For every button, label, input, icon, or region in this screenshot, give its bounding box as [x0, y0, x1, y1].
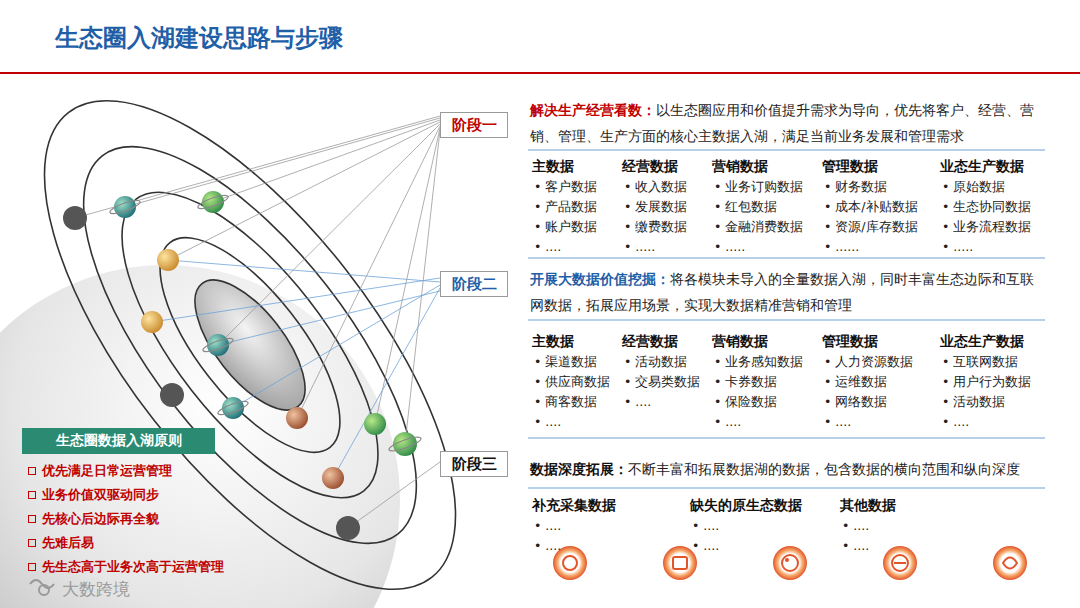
data-item: • ..... [714, 239, 745, 254]
data-item: • 保险数据 [714, 394, 777, 411]
column-heading: 营销数据 [712, 333, 768, 351]
node-text: 生态圈数据入湖原则 [56, 432, 182, 450]
data-item: • 网络数据 [824, 394, 887, 411]
data-item: • 原始数据 [942, 179, 1005, 196]
stage-box: 阶段二 [440, 271, 508, 297]
data-item: • .... [692, 518, 719, 533]
principle-item: 业务价值双驱动同步 [42, 486, 159, 504]
watermark: 大数跨境 [62, 578, 130, 601]
stage-heading: 解决生产经营看数： [530, 102, 656, 118]
bullet-square [28, 563, 36, 571]
principles-header: 生态圈数据入湖原则 [22, 428, 215, 454]
column-heading: 主数据 [532, 158, 574, 176]
data-item: • 收入数据 [624, 179, 687, 196]
column-heading: 管理数据 [822, 158, 878, 176]
data-item: • 缴费数据 [624, 219, 687, 236]
page-title: 生态圈入湖建设思路与步骤 [55, 22, 343, 54]
column-heading: 其他数据 [840, 497, 896, 515]
data-item: • .... [624, 394, 651, 409]
node-text: 阶段一 [452, 116, 497, 135]
data-item: • .... [534, 414, 561, 429]
principle-item: 先生态高于业务次高于运营管理 [42, 558, 224, 576]
data-item: • 活动数据 [942, 394, 1005, 411]
data-item: • 账户数据 [534, 219, 597, 236]
data-item: • 金融消费数据 [714, 219, 803, 236]
data-item: • 交易类数据 [624, 374, 700, 391]
data-item: • .... [824, 414, 851, 429]
data-item: • 财务数据 [824, 179, 887, 196]
data-item: • 商客数据 [534, 394, 597, 411]
column-heading: 缺失的原生态数据 [690, 497, 802, 515]
node-text: 阶段二 [452, 275, 497, 294]
data-item: • 互联网数据 [942, 354, 1018, 371]
data-item: • .... [692, 538, 719, 553]
stage-box: 阶段一 [440, 112, 508, 138]
data-item: • .... [942, 414, 969, 429]
principle-item: 优先满足日常运营管理 [42, 462, 172, 480]
data-item: • .... [714, 414, 741, 429]
column-heading: 主数据 [532, 333, 574, 351]
column-heading: 补充采集数据 [532, 497, 616, 515]
data-item: • 业务感知数据 [714, 354, 803, 371]
stage-heading: 数据深度拓展： [530, 461, 628, 477]
column-heading: 管理数据 [822, 333, 878, 351]
stage-description: 数据深度拓展：不断丰富和拓展数据湖的数据，包含数据的横向范围和纵向深度 [530, 456, 1045, 482]
bullet-square [28, 515, 36, 523]
stage-box: 阶段三 [440, 451, 508, 477]
data-item: • 运维数据 [824, 374, 887, 391]
data-item: • .... [534, 239, 561, 254]
bullet-square [28, 491, 36, 499]
bullet-square [28, 467, 36, 475]
data-item: • 业务流程数据 [942, 219, 1031, 236]
principle-item: 先核心后边际再全貌 [42, 510, 159, 528]
stage-heading: 开展大数据价值挖掘： [530, 271, 670, 287]
column-heading: 业态生产数据 [940, 158, 1024, 176]
data-item: • 红包数据 [714, 199, 777, 216]
column-heading: 业态生产数据 [940, 333, 1024, 351]
data-item: • .... [842, 518, 869, 533]
stage-text: 不断丰富和拓展数据湖的数据，包含数据的横向范围和纵向深度 [628, 461, 1020, 477]
data-item: • 资源/库存数据 [824, 219, 918, 236]
data-item: • ..... [624, 239, 655, 254]
data-item: • 供应商数据 [534, 374, 610, 391]
data-item: • 活动数据 [624, 354, 687, 371]
column-heading: 营销数据 [712, 158, 768, 176]
data-item: • 人力资源数据 [824, 354, 913, 371]
stage-description: 开展大数据价值挖掘：将各模块未导入的全量数据入湖，同时丰富生态边际和互联网数据，… [530, 266, 1045, 318]
data-item: • 客户数据 [534, 179, 597, 196]
data-item: • ..... [942, 239, 973, 254]
data-item: • ...... [824, 239, 859, 254]
data-item: • .... [842, 538, 869, 553]
data-item: • 产品数据 [534, 199, 597, 216]
data-item: • .... [534, 538, 561, 553]
data-item: • 渠道数据 [534, 354, 597, 371]
data-item: • .... [534, 518, 561, 533]
column-heading: 经营数据 [622, 333, 678, 351]
column-heading: 经营数据 [622, 158, 678, 176]
data-item: • 生态协同数据 [942, 199, 1031, 216]
data-item: • 成本/补贴数据 [824, 199, 918, 216]
data-item: • 用户行为数据 [942, 374, 1031, 391]
data-item: • 发展数据 [624, 199, 687, 216]
bullet-square [28, 539, 36, 547]
stage-description: 解决生产经营看数：以生态圈应用和价值提升需求为导向，优先将客户、经营、营销、管理… [530, 97, 1045, 149]
node-text: 阶段三 [452, 455, 497, 474]
principle-item: 先难后易 [42, 534, 94, 552]
data-item: • 卡券数据 [714, 374, 777, 391]
data-item: • 业务订购数据 [714, 179, 803, 196]
